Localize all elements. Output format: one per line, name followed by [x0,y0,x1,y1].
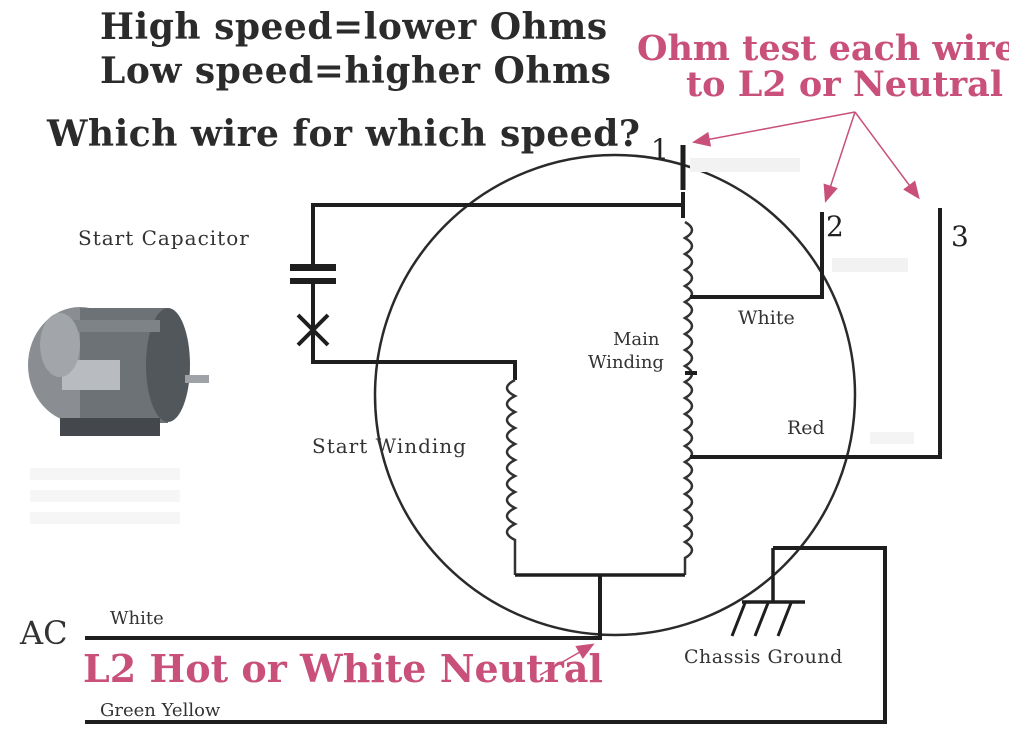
start-winding-label: Start Winding [312,434,467,458]
arrow-to-terminal-2 [823,111,856,203]
l2-hot-note: L2 Hot or White Neutral [83,646,603,691]
heading-question: Which wire for which speed? [47,113,641,155]
terminal-2-label: 2 [826,210,844,243]
red-wire-label: Red [787,417,825,439]
arrow-to-junction [539,643,595,676]
main-winding-label-line2: Winding [588,352,664,373]
chassis-ground-wire [85,546,887,724]
electric-motor-illustration [28,307,209,436]
ohm-test-note-line2: to L2 or Neutral [686,64,1004,105]
capacitor-lower-wire [311,284,517,380]
motor-caption-faint [30,468,180,530]
white-tap-wire [690,212,824,299]
heading-low-speed: Low speed=higher Ohms [100,50,612,92]
ac-white-wire-label: White [110,608,164,629]
terminal-1-label: 1 [651,133,669,166]
ac-white-wire [85,575,602,640]
ground-hatch [730,602,793,637]
green-yellow-wire-label: Green Yellow [100,700,221,721]
red-wire-faint-tag [870,432,914,444]
capacitor-top-wire [311,203,683,268]
capacitor-plate-top [290,264,336,271]
terminal-3-label: 3 [951,220,969,253]
terminal-2-faint-tag [832,258,908,272]
start-winding-coil [505,378,518,575]
centrifugal-switch-x [296,313,330,347]
ohm-test-note-line1: Ohm test each wire [637,28,1009,69]
capacitor-plate-bottom [290,278,336,284]
red-tap-wire [690,208,942,459]
terminal-1-faint-tag [690,158,800,172]
chassis-ground-label: Chassis Ground [684,646,843,668]
main-winding-label-line1: Main [613,329,660,350]
heading-high-speed: High speed=lower Ohms [100,6,608,48]
arrow-to-terminal-1 [692,111,856,147]
motor-housing-circle [373,153,857,637]
arrow-to-terminal-3 [854,111,920,200]
main-winding-coil [682,220,694,575]
ac-label: AC [20,614,68,652]
white-wire-label: White [738,307,795,329]
start-capacitor-label: Start Capacitor [78,226,250,250]
